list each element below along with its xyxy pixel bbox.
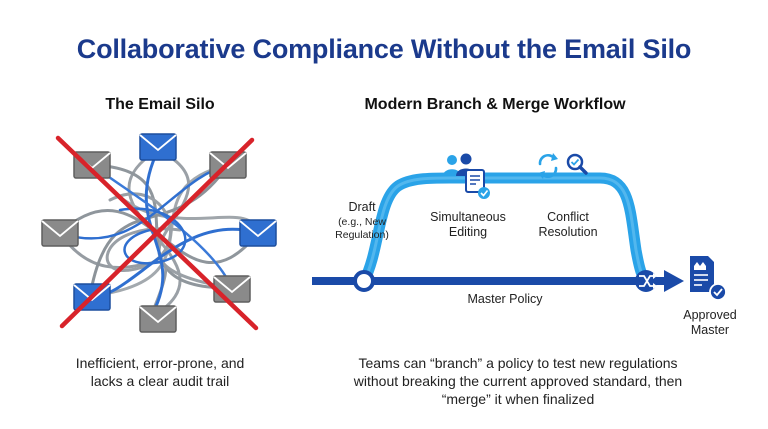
workflow-heading: Modern Branch & Merge Workflow	[364, 96, 626, 113]
caption-line: “merge” it when finalized	[441, 391, 595, 407]
editing-label-line: Simultaneous	[430, 210, 506, 224]
master-policy-label: Master Policy	[467, 292, 543, 306]
email-silo-caption: Inefficient, error-prone, and lacks a cl…	[40, 354, 280, 390]
master-arrow-head	[664, 270, 684, 292]
draft-sublabel-line: Regulation)	[335, 229, 389, 241]
conflict-resolution-label: Conflict Resolution	[520, 210, 616, 240]
draft-sublabel: (e.g., New Regulation)	[326, 216, 398, 242]
approved-document-icon	[690, 256, 727, 301]
approved-label-line: Approved	[683, 308, 737, 322]
page-title: Collaborative Compliance Without the Ema…	[76, 34, 692, 64]
envelope-icon	[239, 219, 277, 247]
approved-master-label: Approved Master	[670, 308, 750, 338]
envelope-icon	[139, 133, 177, 161]
approved-label-line: Master	[690, 323, 730, 337]
cross-out-mark	[55, 135, 259, 331]
conflict-label-line: Conflict	[547, 210, 589, 224]
conflict-label-line: Resolution	[538, 225, 598, 239]
search-icon	[566, 153, 588, 175]
caption-line: Teams can “branch” a policy to test new …	[358, 355, 678, 371]
sync-icon	[538, 153, 558, 179]
caption-line: without breaking the current approved st…	[353, 373, 683, 389]
workflow-caption: Teams can “branch” a policy to test new …	[318, 354, 718, 408]
draft-label: Draft	[348, 200, 376, 214]
envelope-icon	[41, 219, 79, 247]
draft-sublabel-line: (e.g., New	[338, 216, 386, 228]
editing-label-line: Editing	[448, 225, 488, 239]
caption-line: Inefficient, error-prone, and	[75, 355, 245, 371]
caption-line: lacks a clear audit trail	[90, 373, 230, 389]
envelope-icon	[139, 305, 177, 333]
merge-icon	[635, 270, 657, 292]
draft-node	[353, 270, 375, 292]
simultaneous-editing-label: Simultaneous Editing	[420, 210, 516, 240]
document-check-icon	[465, 169, 490, 199]
email-silo-heading: The Email Silo	[105, 96, 215, 113]
